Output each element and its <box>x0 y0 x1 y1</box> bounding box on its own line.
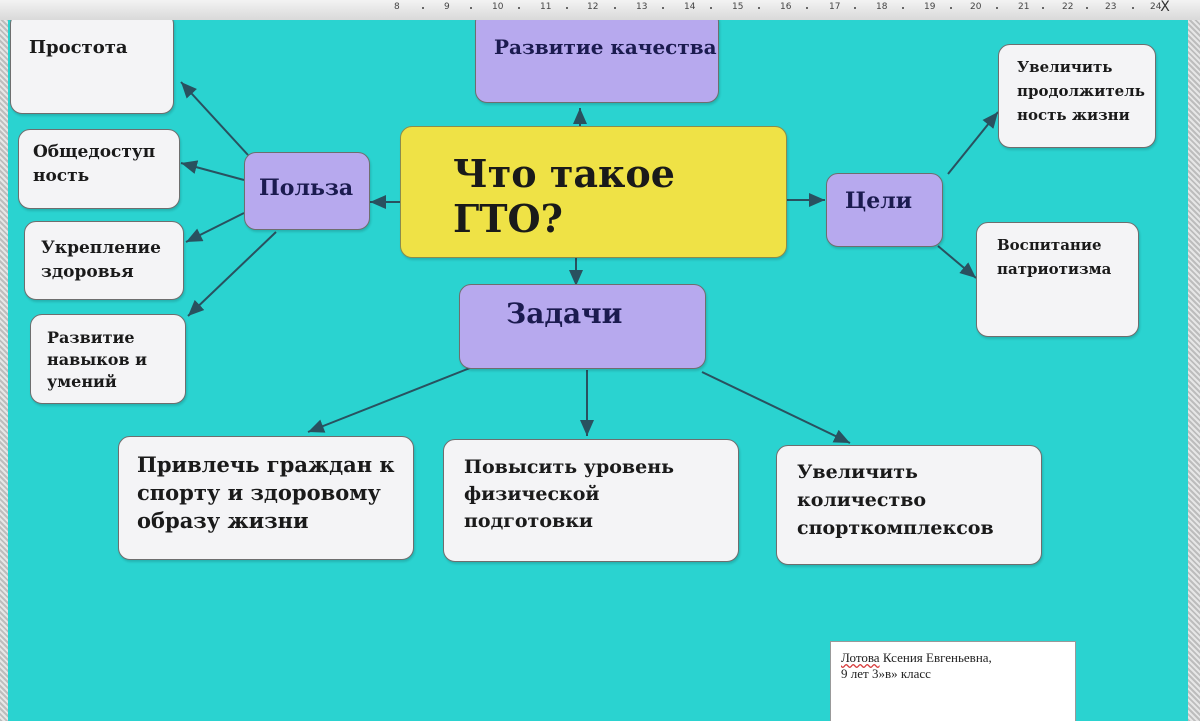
ruler-tick-8: 8 <box>394 2 400 12</box>
node-zadachi-label: Задачи <box>506 297 623 330</box>
ruler-dot <box>1086 7 1088 9</box>
ruler-tick-16: 16 <box>780 2 792 12</box>
ruler-tick-10: 10 <box>492 2 504 12</box>
ruler-tick-24: 24 <box>1150 2 1162 12</box>
close-window-button[interactable]: X <box>1160 0 1170 15</box>
node-patriotizm[interactable]: Воспитание патриотизма <box>976 222 1139 337</box>
ruler-dot <box>710 7 712 9</box>
node-uvelichit-kolichestvo-label: Увеличить количество спорткомплексов <box>797 461 994 539</box>
ruler-tick-23: 23 <box>1105 2 1117 12</box>
node-tseli[interactable]: Цели <box>826 173 943 247</box>
ruler-dot <box>996 7 998 9</box>
node-povysit-uroven-label: Повысить уровень физической подготовки <box>464 456 675 532</box>
right-page-margin <box>1188 20 1200 721</box>
connector-lines <box>180 81 999 444</box>
author-caption-box: Лотова Ксения Евгеньевна, 9 лет 3»в» кла… <box>830 641 1076 721</box>
node-patriotizm-label: Воспитание патриотизма <box>997 236 1112 278</box>
ruler-tick-19: 19 <box>924 2 936 12</box>
node-prodolzhitelnost-zhizni-label: Увеличить продолжитель ность жизни <box>1017 58 1145 124</box>
node-uvelichit-kolichestvo[interactable]: Увеличить количество спорткомплексов <box>776 445 1042 565</box>
connector-razvitie-navykov <box>187 231 277 317</box>
ruler-tick-13: 13 <box>636 2 648 12</box>
node-prostota[interactable]: Простота <box>10 20 174 114</box>
node-ukreplenie-zdorovya-label: Укрепление здоровья <box>41 238 161 282</box>
connector-patriotizm <box>937 245 977 279</box>
node-obshchedostupnost[interactable]: Общедоступ ность <box>18 129 180 209</box>
ruler-dot <box>566 7 568 9</box>
ruler-tick-22: 22 <box>1062 2 1074 12</box>
node-razvitie-kachestva[interactable]: Развитие качества <box>475 20 719 103</box>
ruler-tick-17: 17 <box>829 2 841 12</box>
ruler-dot <box>614 7 616 9</box>
node-razvitie-navykov-label: Развитие навыков и умений <box>47 328 148 391</box>
author-line-2: 9 лет 3»в» класс <box>841 666 931 681</box>
node-ukreplenie-zdorovya[interactable]: Укрепление здоровья <box>24 221 184 300</box>
ruler-tick-21: 21 <box>1018 2 1030 12</box>
node-polza[interactable]: Польза <box>244 152 370 230</box>
left-page-margin <box>0 20 8 721</box>
node-povysit-uroven[interactable]: Повысить уровень физической подготовки <box>443 439 739 562</box>
ruler-tick-20: 20 <box>970 2 982 12</box>
node-privlech-grazhdan-label: Привлечь граждан к спорту и здоровому об… <box>137 452 395 533</box>
ruler-dot <box>950 7 952 9</box>
connector-prostota <box>180 81 249 156</box>
ruler-tick-15: 15 <box>732 2 744 12</box>
node-prostota-label: Простота <box>29 37 128 58</box>
node-tseli-label: Цели <box>845 188 913 214</box>
ruler-dot <box>518 7 520 9</box>
author-name-rest: Ксения Евгеньевна, <box>879 650 992 665</box>
ruler-dot <box>1132 7 1134 9</box>
node-razvitie-kachestva-label: Развитие качества <box>494 35 717 59</box>
ruler-tick-18: 18 <box>876 2 888 12</box>
node-polza-label: Польза <box>259 175 354 201</box>
node-center-what-is-gto[interactable]: Что такое ГТО? <box>400 126 787 258</box>
connector-obshchedostupnost <box>180 160 245 181</box>
ruler-dot <box>806 7 808 9</box>
ruler-tick-9: 9 <box>444 2 450 12</box>
document-ruler: 8 9 10 11 12 13 14 15 16 17 18 19 20 21 … <box>0 0 1200 21</box>
ruler-dot <box>1042 7 1044 9</box>
connector-privlech <box>307 367 471 433</box>
node-zadachi[interactable]: Задачи <box>459 284 706 369</box>
ruler-dot <box>854 7 856 9</box>
mindmap-canvas: Простота Общедоступ ность Укрепление здо… <box>8 20 1188 721</box>
ruler-dot <box>758 7 760 9</box>
connector-prodolzhitelnost <box>947 111 999 175</box>
author-line-1: Лотова Ксения Евгеньевна, <box>841 650 1065 666</box>
node-obshchedostupnost-label: Общедоступ ность <box>33 142 156 186</box>
node-center-label: Что такое ГТО? <box>453 151 675 241</box>
ruler-tick-14: 14 <box>684 2 696 12</box>
ruler-dot <box>902 7 904 9</box>
connector-ukreplenie <box>185 212 245 243</box>
ruler-tick-11: 11 <box>540 2 552 12</box>
ruler-tick-12: 12 <box>587 2 599 12</box>
node-prodolzhitelnost-zhizni[interactable]: Увеличить продолжитель ность жизни <box>998 44 1156 148</box>
ruler-dot <box>662 7 664 9</box>
connector-uvelichit-kolichestvo <box>701 371 851 444</box>
node-privlech-grazhdan[interactable]: Привлечь граждан к спорту и здоровому об… <box>118 436 414 560</box>
ruler-dot <box>422 7 424 9</box>
ruler-dot <box>470 7 472 9</box>
author-surname: Лотова <box>841 650 880 665</box>
node-razvitie-navykov[interactable]: Развитие навыков и умений <box>30 314 186 404</box>
